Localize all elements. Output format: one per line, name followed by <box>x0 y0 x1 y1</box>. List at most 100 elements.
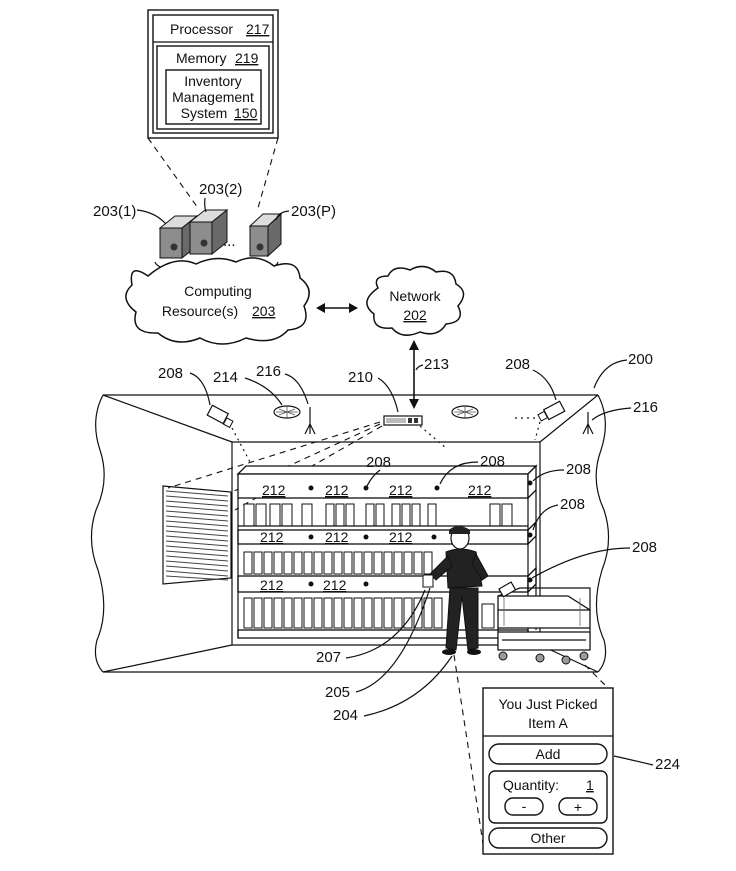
leader-216-right <box>591 407 632 421</box>
servers: ... 203(1) 203(2) 203(P) <box>93 181 336 279</box>
server-label-1: 203(1) <box>93 203 136 220</box>
network-cloud: Network 202 <box>366 265 465 336</box>
leader-203-2 <box>204 197 207 213</box>
shelf-label: 212 <box>260 577 284 593</box>
network-link-arrow <box>409 340 419 409</box>
shelf-label: 212 <box>468 482 492 498</box>
ref-210: 210 <box>348 369 373 386</box>
ref-207: 207 <box>316 649 341 666</box>
increment-button[interactable]: + <box>558 797 598 816</box>
computing-line2: Resource(s) <box>162 303 238 319</box>
memory-label: Memory <box>176 50 227 66</box>
ref-216-right: 216 <box>633 399 658 416</box>
leader-207 <box>345 589 426 659</box>
processor-ref: 217 <box>246 21 270 37</box>
ref-208-r2: 208 <box>560 496 585 513</box>
ims-line1: Inventory <box>184 73 242 89</box>
room-left-edge <box>90 394 105 673</box>
leader-203-p <box>275 210 290 221</box>
leader-210 <box>377 377 399 413</box>
decrement-button-label: - <box>522 798 527 814</box>
quantity-label: Quantity: <box>503 777 559 793</box>
shelf-label: 212 <box>389 482 413 498</box>
leader-200 <box>593 359 628 389</box>
mobile-device: You Just Picked Item A Add Quantity: 1 -… <box>482 687 614 855</box>
ref-205: 205 <box>325 684 350 701</box>
leader-205 <box>355 587 431 693</box>
room-right-edge <box>595 394 610 673</box>
leader-216-left <box>284 373 309 405</box>
wall-display <box>162 485 232 585</box>
leader-208-topleft <box>189 372 211 406</box>
ref-208-r3: 208 <box>632 539 657 556</box>
computing-ref: 203 <box>252 303 276 319</box>
ref-200: 200 <box>628 351 653 368</box>
leader-208-shelf-a <box>366 469 381 487</box>
device-message-line2: Item A <box>528 715 568 731</box>
shelf-label: 212 <box>260 529 284 545</box>
device-link-left <box>453 654 485 851</box>
leader-208-shelf-b <box>439 461 479 485</box>
leader-208-r1 <box>532 469 565 482</box>
shelf-label: 212 <box>389 529 413 545</box>
ref-214: 214 <box>213 369 238 386</box>
memory-ref: 219 <box>235 50 259 66</box>
camera-icon <box>537 400 566 422</box>
tote-cart <box>497 581 591 665</box>
ref-208-r1: 208 <box>566 461 591 478</box>
server-icon <box>188 208 229 256</box>
shelf-label: 212 <box>262 482 286 498</box>
computing-resources-cloud: Computing Resource(s) 203 <box>125 257 310 345</box>
camera-right-view-2 <box>534 421 541 441</box>
server-icon <box>248 212 283 258</box>
ref-208-shelf-b: 208 <box>480 453 505 470</box>
server-label-p: 203(P) <box>291 203 336 220</box>
other-button[interactable]: Other <box>488 827 608 849</box>
ref-216-left: 216 <box>256 363 281 380</box>
leader-214 <box>244 377 283 406</box>
ref-208-topleft: 208 <box>158 365 183 382</box>
projector-icon <box>383 415 423 426</box>
server-ellipsis: ... <box>223 233 236 250</box>
device-message-line1: You Just Picked <box>498 696 597 712</box>
ref-208-shelf-a: 208 <box>366 454 391 471</box>
ims-line3: System <box>181 105 228 121</box>
microphone-icon <box>273 405 301 419</box>
shelf-label: 212 <box>323 577 347 593</box>
camera-left-view <box>231 427 251 463</box>
cloud-link-arrow <box>316 303 358 313</box>
microphone-icon <box>451 405 479 419</box>
device-link-right <box>584 664 609 689</box>
leader-208-r2 <box>532 504 559 531</box>
camera-icon <box>206 404 234 429</box>
person-picker <box>422 526 489 655</box>
ref-208-topright: 208 <box>505 356 530 373</box>
other-button-label: Other <box>530 830 565 846</box>
leader-224 <box>613 755 654 766</box>
ref-224: 224 <box>655 756 680 773</box>
server-label-2: 203(2) <box>199 181 242 198</box>
leader-203-1 <box>136 209 167 225</box>
computing-line1: Computing <box>184 283 252 299</box>
antenna-icon <box>582 412 594 435</box>
ref-204: 204 <box>333 707 358 724</box>
shelf-row-1-items <box>243 503 513 527</box>
projector-view <box>419 425 447 449</box>
quantity-value[interactable]: 1 <box>586 777 594 793</box>
add-button[interactable]: Add <box>488 743 608 765</box>
shelf-row-2-items <box>243 551 433 575</box>
leader-208-topright <box>532 369 557 401</box>
leader-204 <box>363 655 453 717</box>
increment-button-label: + <box>574 799 582 815</box>
ims-line2: Management <box>172 89 254 105</box>
add-button-label: Add <box>536 746 561 762</box>
processor-label: Processor <box>170 21 233 37</box>
antenna-icon <box>304 407 316 435</box>
ref-213: 213 <box>424 356 449 373</box>
decrement-button[interactable]: - <box>504 797 544 816</box>
network-label: Network <box>389 288 441 304</box>
shelf-row-3-items <box>243 597 495 629</box>
shelf-label: 212 <box>325 529 349 545</box>
network-ref: 202 <box>403 307 427 323</box>
